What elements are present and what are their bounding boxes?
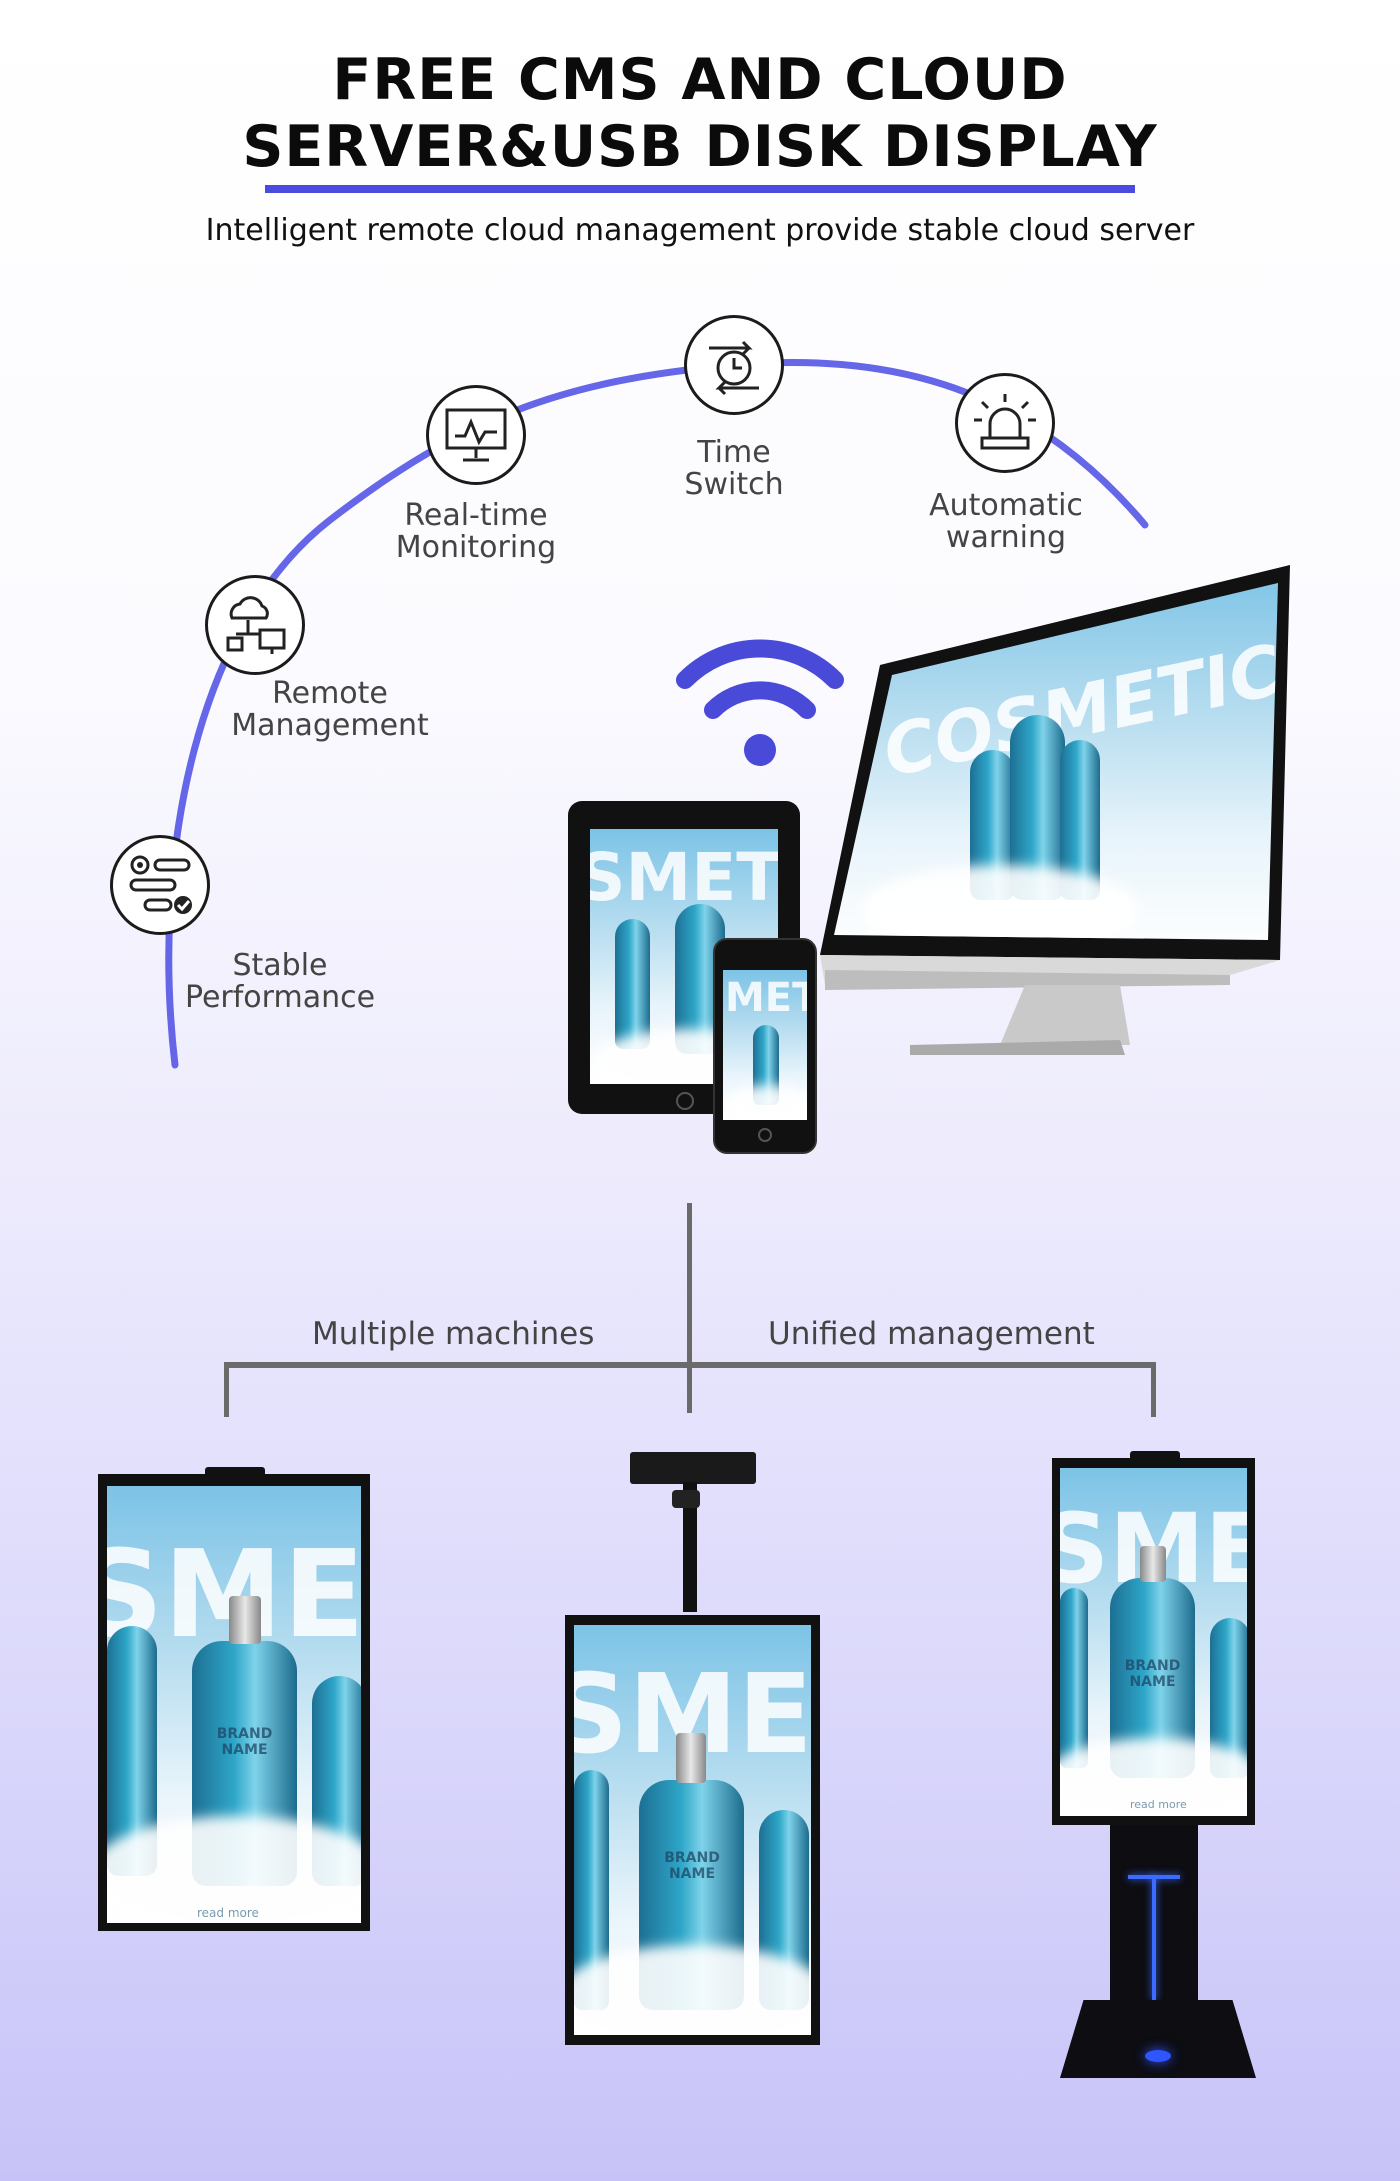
floor-display-screen: SMET BRAND NAME read more — [1060, 1468, 1247, 1816]
unified-management-label: Unified management — [768, 1316, 1095, 1352]
page-title-line2: SERVER&USB DISK DISPLAY — [242, 114, 1158, 180]
desktop-monitor: COSMETICS — [820, 565, 1290, 1055]
cloud-graphic — [574, 1945, 811, 2035]
bottle-graphic — [1060, 1588, 1088, 1768]
clock-switch-icon — [709, 340, 759, 396]
cloud-graphic — [723, 1085, 807, 1120]
stand-light-strip — [1152, 1875, 1156, 2000]
floor-stand-base — [1060, 2000, 1256, 2078]
ceiling-pole — [683, 1482, 697, 1612]
remote-management-badge — [205, 575, 305, 675]
monitor-chart-icon — [445, 408, 507, 462]
feature-label-line2: warning — [945, 520, 1067, 555]
page-title-line1: FREE CMS AND CLOUD — [332, 47, 1068, 113]
cloud-graphic — [860, 865, 1140, 940]
phone-home-button — [758, 1128, 772, 1142]
brand-name-text: BRAND NAME — [664, 1850, 720, 1882]
phone-screen-text: MET — [725, 975, 807, 1021]
realtime-monitoring-label: Real-time Monitoring — [346, 500, 606, 564]
page-subtitle: Intelligent remote cloud management prov… — [205, 213, 1195, 248]
bottle-graphic — [615, 919, 650, 1049]
floor-stand-pillar — [1110, 1825, 1198, 2005]
wall-display: SMET BRAND NAME read more — [98, 1474, 370, 1931]
phone-device: MET — [713, 938, 817, 1154]
connector-left-drop — [224, 1362, 229, 1417]
base-glow-light — [1145, 2050, 1171, 2062]
remote-management-label: Remote Management — [200, 678, 460, 742]
time-switch-label: Time Switch — [604, 437, 864, 501]
brand-name-text: BRAND NAME — [216, 1726, 273, 1758]
cloud-graphic — [107, 1816, 361, 1923]
feature-label-line1: Remote — [272, 676, 388, 711]
feature-label-line1: Real-time — [404, 498, 548, 533]
floor-display: SMET BRAND NAME read more — [1052, 1458, 1255, 1825]
wall-display-screen: SMET BRAND NAME read more — [107, 1486, 361, 1923]
read-more-text: read more — [197, 1906, 259, 1920]
alarm-light-icon — [974, 394, 1036, 450]
realtime-monitoring-badge — [426, 385, 526, 485]
ceiling-plate — [630, 1452, 756, 1484]
feature-label-line2: Management — [231, 708, 429, 743]
tablet-home-button — [676, 1092, 694, 1110]
brand-name-text: BRAND NAME — [1124, 1658, 1181, 1690]
stable-performance-badge — [110, 835, 210, 935]
ceiling-display: SMET BRAND NAME — [565, 1615, 820, 2045]
automatic-warning-badge — [955, 373, 1055, 473]
cloud-graphic — [1060, 1738, 1247, 1816]
feature-label-line2: Performance — [184, 980, 376, 1015]
tablet-screen-text: SMET — [590, 839, 778, 916]
connector-trunk — [687, 1203, 692, 1413]
feature-label-line2: Monitoring — [395, 530, 557, 565]
feature-label-line1: Automatic — [929, 488, 1083, 523]
cloud-network-icon — [226, 596, 286, 654]
phone-screen: MET — [723, 970, 807, 1120]
time-switch-badge — [684, 315, 784, 415]
feature-label-line2: Switch — [684, 467, 784, 502]
bottle-cap-graphic — [1140, 1546, 1166, 1582]
multiple-machines-label: Multiple machines — [312, 1316, 595, 1352]
title-underline — [265, 185, 1135, 193]
ceiling-display-screen: SMET BRAND NAME — [574, 1625, 811, 2035]
bottle-cap-graphic — [229, 1596, 261, 1644]
connector-bar — [224, 1362, 1156, 1368]
pole-joint — [672, 1490, 700, 1508]
wifi-icon — [676, 639, 844, 766]
bottle-cap-graphic — [676, 1733, 706, 1783]
feature-label-line1: Stable — [232, 948, 328, 983]
feature-label-line1: Time — [697, 435, 771, 470]
read-more-text: read more — [1130, 1798, 1187, 1811]
settings-flow-icon — [129, 855, 192, 914]
connector-right-drop — [1151, 1362, 1156, 1417]
automatic-warning-label: Automatic warning — [876, 490, 1136, 554]
stable-performance-label: Stable Performance — [150, 950, 410, 1014]
